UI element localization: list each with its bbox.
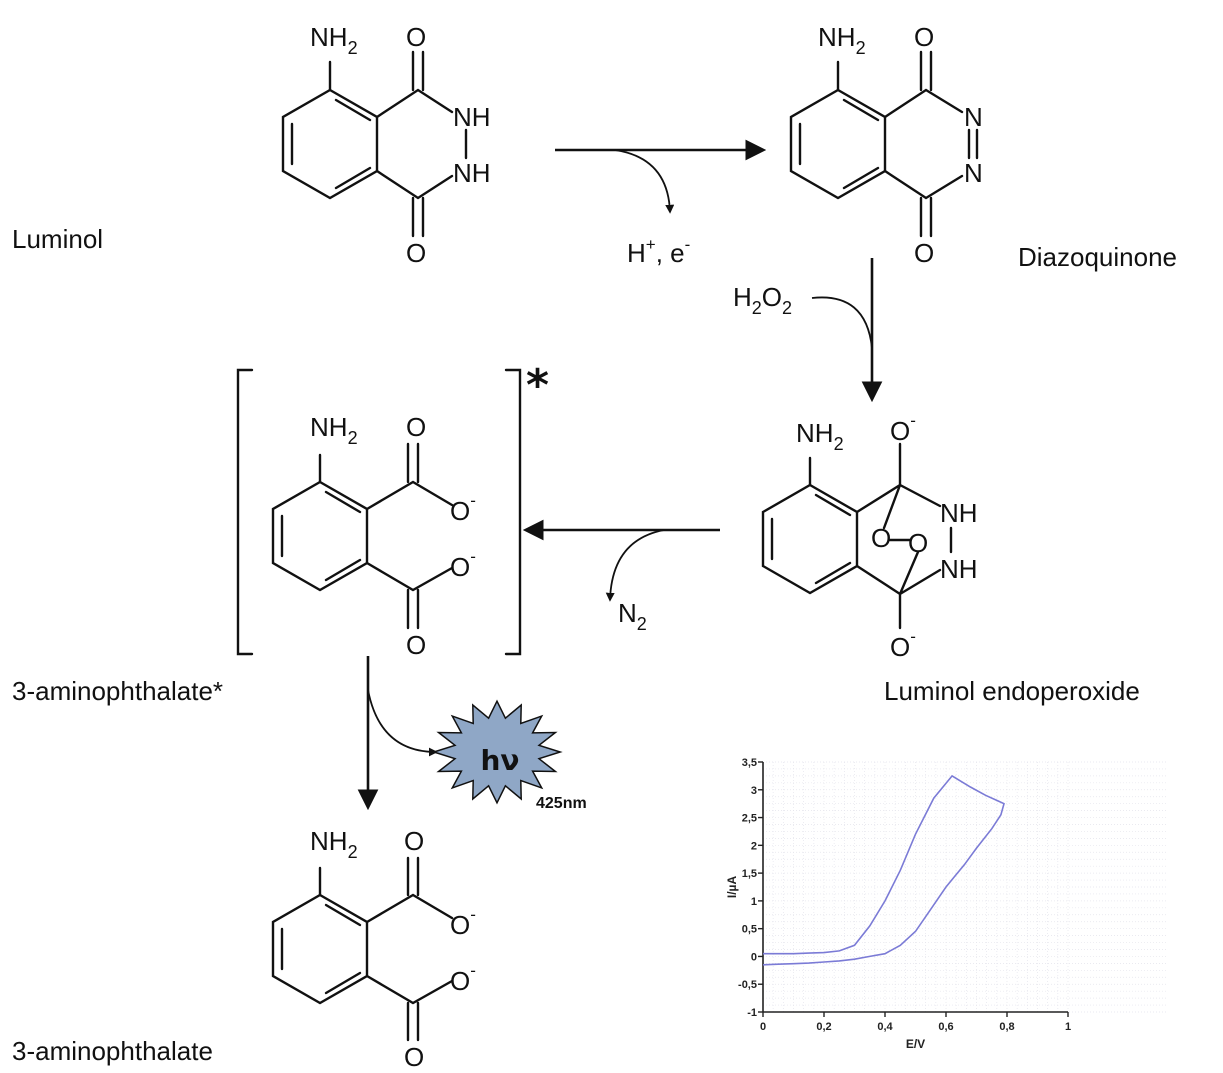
cyclic-voltammogram-chart: 0 0,2 0,4 0,6 0,8 1 3,5 3 2,5 2 1,5 1 0,5 0 -0,5 -1 E/… <box>725 757 1168 1051</box>
diazoquinone-label: Diazoquinone <box>1018 242 1177 272</box>
x-tick-label: 0 <box>760 1021 766 1033</box>
diazoquinone-n-top: N <box>964 102 983 132</box>
diazoquinone-carbonyl-o-top: O <box>914 22 934 52</box>
ground-carboxylate-bonds <box>318 856 454 1042</box>
excited-bracket-left <box>236 368 254 656</box>
y-tick-label: 0 <box>751 951 757 963</box>
ground-carbonyl-o-top: O <box>404 826 424 856</box>
y-tick-label: -1 <box>747 1007 757 1019</box>
y-tick-label: 3 <box>751 785 757 797</box>
diazoquinone-n-bottom: N <box>964 158 983 188</box>
x-tick-label: 0,8 <box>999 1021 1014 1033</box>
y-tick-label: -0,5 <box>738 979 757 991</box>
excited-o-minus-bottom: O- <box>450 547 476 582</box>
ground-carbonyl-o-bottom: O <box>404 1042 424 1072</box>
y-tick-label: 2 <box>751 840 757 852</box>
chart-y-ticks: 3,5 3 2,5 2 1,5 1 0,5 0 -0,5 -1 <box>738 757 763 1019</box>
y-tick-label: 1 <box>751 896 757 908</box>
chart-x-ticks: 0 0,2 0,4 0,6 0,8 1 <box>760 1012 1071 1033</box>
endoperoxide-o-bottom: O- <box>890 627 916 662</box>
emission-wavelength: 425nm <box>536 795 587 812</box>
endoperoxide-benzene-ring <box>761 483 859 595</box>
excited-o-minus-top: O- <box>450 491 476 526</box>
diazoquinone-aromatic-inner-bonds <box>798 98 880 190</box>
luminol-heteroring-bonds <box>328 60 468 200</box>
y-tick-label: 0,5 <box>742 924 757 936</box>
x-tick-label: 0,6 <box>938 1021 953 1033</box>
aminophthalate-label: 3-aminophthalate <box>12 1036 213 1066</box>
reagent-h-e: H+, e- <box>627 235 690 268</box>
endoperoxide-label: Luminol endoperoxide <box>884 676 1140 706</box>
diazoquinone-benzene-ring <box>789 88 887 200</box>
endoperoxide-aromatic-inner-bonds <box>770 493 852 585</box>
endoperoxide-o-top: O- <box>890 411 916 446</box>
product-n2: N2 <box>618 598 647 634</box>
luminol-label: Luminol <box>12 224 103 254</box>
luminol-nh-top: NH <box>453 102 491 132</box>
x-tick-label: 0,2 <box>816 1021 831 1033</box>
excited-nh2: NH2 <box>310 412 358 448</box>
luminol-nh2: NH2 <box>310 22 358 58</box>
arrow-n2-curve <box>605 529 665 602</box>
excited-carboxylate-bonds <box>318 442 454 630</box>
endoperoxide-structure: NH2 O- O O NH NH O- <box>761 411 978 662</box>
chart-grid <box>762 761 1168 1013</box>
endoperoxide-nh-top: NH <box>940 498 978 528</box>
excited-bracket-right <box>504 368 522 656</box>
endoperoxide-bridge-bonds <box>808 442 953 630</box>
arrow-h-e-loss-curve <box>614 149 675 214</box>
diazoquinone-nh2: NH2 <box>818 22 866 58</box>
excited-carbonyl-o-bottom: O <box>406 630 426 660</box>
excited-aminophthalate-structure: NH2 O O- O- O * <box>236 360 549 660</box>
ground-benzene-ring <box>271 893 369 1005</box>
excited-state-asterisk: * <box>526 360 549 411</box>
diazoquinone-carbonyl-bonds <box>919 50 933 238</box>
excited-benzene-ring <box>271 480 369 592</box>
reagent-h2o2: H2O2 <box>733 282 792 318</box>
ground-aromatic-inner-bonds <box>280 903 362 995</box>
luminol-carbonyl-bonds <box>411 50 425 238</box>
excited-carbonyl-o-top: O <box>406 412 426 442</box>
chart-axes <box>762 762 1068 1013</box>
aminophthalate-structure: NH2 O O- O- O <box>271 826 476 1072</box>
excited-aminophthalate-label: 3-aminophthalate* <box>12 676 223 706</box>
diazoquinone-heteroring-bonds <box>836 60 979 200</box>
photon-symbol: hν <box>480 744 519 777</box>
endoperoxide-peroxide-o-left: O <box>871 523 891 553</box>
excited-aromatic-inner-bonds <box>280 490 362 582</box>
luminol-nh-bottom: NH <box>453 158 491 188</box>
ground-nh2: NH2 <box>310 826 358 862</box>
luminol-carbonyl-o-bottom: O <box>406 238 426 268</box>
y-tick-label: 3,5 <box>742 757 757 769</box>
diazoquinone-structure: NH2 O N N O <box>789 22 983 268</box>
y-tick-label: 2,5 <box>742 813 757 825</box>
endoperoxide-nh2: NH2 <box>796 418 844 454</box>
ground-o-minus-top: O- <box>450 905 476 940</box>
luminol-benzene-ring <box>281 88 379 200</box>
endoperoxide-nh-bottom: NH <box>940 554 978 584</box>
chart-x-axis-label: E/V <box>906 1037 925 1051</box>
x-tick-label: 1 <box>1065 1021 1071 1033</box>
luminol-aromatic-inner-bonds <box>290 98 372 190</box>
x-tick-label: 0,4 <box>877 1021 893 1033</box>
endoperoxide-peroxide-o-right: O <box>908 528 928 558</box>
y-tick-label: 1,5 <box>742 868 757 880</box>
luminol-carbonyl-o-top: O <box>406 22 426 52</box>
photon-burst-icon <box>431 699 563 805</box>
ground-o-minus-bottom: O- <box>450 961 476 996</box>
arrow-h2o2-curve <box>811 296 873 349</box>
diazoquinone-carbonyl-o-bottom: O <box>914 238 934 268</box>
chart-y-axis-label: I/µA <box>725 876 739 899</box>
luminol-structure: NH2 O NH NH O <box>281 22 491 268</box>
chart-series-line <box>762 774 1005 966</box>
arrow-light-emission-curve <box>367 689 438 757</box>
